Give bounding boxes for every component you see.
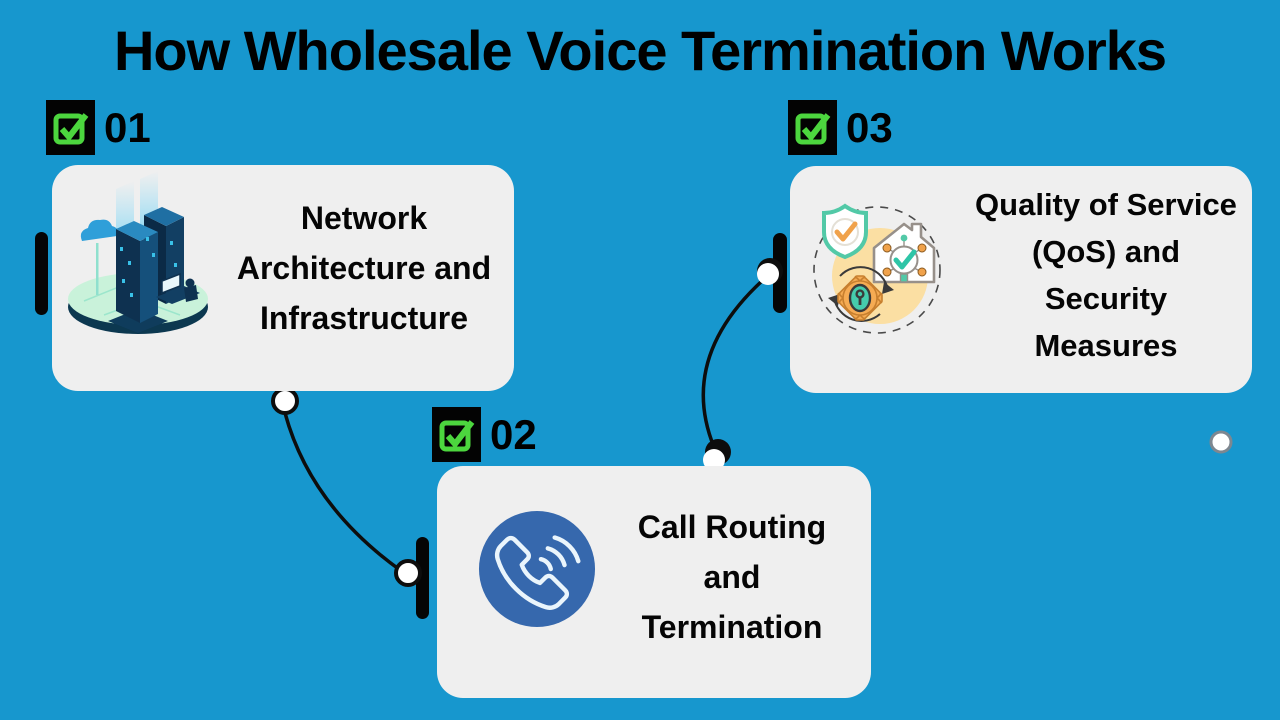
server-infrastructure-illustration	[58, 171, 218, 356]
checkbox-icon	[53, 112, 88, 144]
card2-left-anchor-bar	[416, 537, 429, 619]
checkbox-icon	[439, 419, 474, 451]
step1-title-line: Infrastructure	[259, 300, 469, 336]
connector1-start-dot	[271, 387, 299, 415]
step3-number-badge: 03	[788, 100, 893, 155]
connector2-start-dot-ring	[705, 439, 731, 465]
step1-title-line: Architecture and	[236, 250, 492, 286]
step3-title-line: Security	[1044, 281, 1168, 316]
page-title: How Wholesale Voice Termination Works	[113, 19, 1167, 82]
step2-number: 02	[490, 410, 537, 458]
step2-card-title: Call Routing and Termination	[599, 502, 865, 652]
card1-left-anchor-bar	[35, 232, 48, 315]
step3-number: 03	[846, 103, 893, 151]
qos-security-illustration	[792, 186, 962, 361]
phone-call-icon	[478, 510, 596, 633]
connector2-end-dot-ring	[757, 258, 783, 284]
step1-number: 01	[104, 103, 151, 151]
step2-title-line: and	[703, 559, 761, 595]
step2-card: Call Routing and Termination	[437, 466, 871, 698]
step2-number-badge: 02	[432, 407, 537, 462]
connector1-end-dot	[394, 559, 422, 587]
step1-badge-box	[46, 100, 95, 155]
connector2-end-dot	[757, 263, 779, 285]
step3-badge-box	[788, 100, 837, 155]
step3-card: Quality of Service (QoS) and Security Me…	[790, 166, 1252, 393]
step1-card: Network Architecture and Infrastructure	[52, 165, 514, 391]
step3-title-line: Quality of Service	[975, 187, 1237, 222]
card3-left-anchor-bar	[773, 233, 787, 313]
step1-number-badge: 01	[46, 100, 151, 155]
step2-title-line: Call Routing	[637, 509, 827, 545]
step2-title-line: Termination	[641, 609, 823, 645]
connector-line-1	[283, 412, 402, 572]
connector-line-2	[701, 278, 765, 448]
step3-card-title: Quality of Service (QoS) and Security Me…	[966, 181, 1246, 369]
step3-title-line: Measures	[1034, 328, 1178, 363]
loose-endpoint-dot	[1209, 430, 1233, 454]
step2-badge-box	[432, 407, 481, 462]
step3-title-line: (QoS) and	[1031, 234, 1181, 269]
checkbox-icon	[795, 112, 830, 144]
step1-card-title: Network Architecture and Infrastructure	[222, 193, 506, 343]
step1-title-line: Network	[300, 200, 428, 236]
